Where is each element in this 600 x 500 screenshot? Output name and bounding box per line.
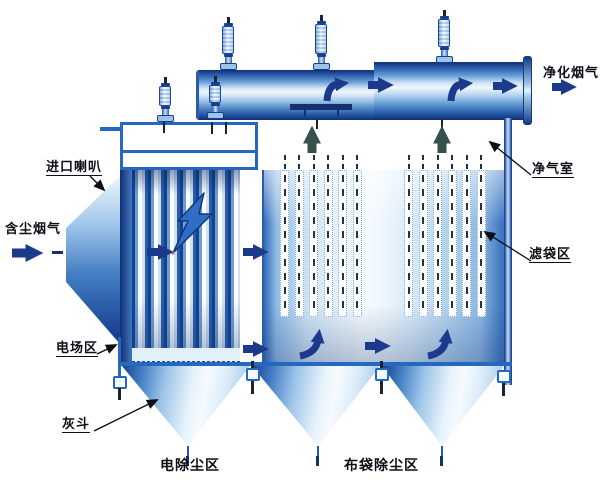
label-esp-section: 电除尘区	[160, 457, 220, 473]
valve-pin	[118, 388, 121, 400]
filter-bag	[447, 155, 457, 317]
filter-bag	[280, 155, 289, 317]
inlet-horn-leader	[89, 175, 106, 192]
label-electric-field: 电场区	[56, 340, 99, 358]
hopper-valve	[246, 368, 260, 381]
valve-pin	[502, 383, 505, 396]
inlet-nozzle-tick	[52, 251, 63, 254]
label-bag-section: 布袋除尘区	[344, 457, 419, 473]
valve-pin	[380, 361, 383, 368]
ash-hopper-cone	[252, 366, 380, 446]
label-filter-bag-area: 滤袋区	[529, 246, 572, 264]
filter-bag	[404, 155, 413, 317]
filter-bag	[433, 155, 443, 317]
outlet-duct-flange	[523, 56, 532, 125]
filter-bag-group	[280, 155, 362, 317]
ash-hopper-cone	[382, 366, 504, 446]
electric-field-leader	[96, 344, 118, 355]
label-dusty-flue-gas: 含尘烟气	[5, 221, 62, 236]
insulator-bushing	[206, 76, 224, 119]
label-purified-flue-gas: 净化烟气	[543, 65, 600, 80]
valve-pin	[251, 361, 254, 368]
filter-bag	[418, 155, 428, 317]
filter-bag	[338, 155, 348, 317]
damper-tick	[337, 110, 339, 116]
esp-bottom-lane	[132, 348, 240, 362]
casing-left-wall	[120, 170, 132, 362]
hopper-discharge	[317, 446, 319, 456]
hanger-pin	[211, 122, 213, 134]
hopper-discharge-pin	[316, 456, 319, 466]
insulator-bushing	[219, 17, 237, 70]
hopper-discharge-pin	[440, 456, 443, 466]
filter-bag	[309, 155, 319, 317]
insulator-bushing	[312, 15, 330, 70]
clean-gas-chamber-area	[261, 120, 504, 170]
filter-bag-group	[404, 155, 486, 317]
penthouse-ledge	[100, 127, 122, 131]
valve-pin	[380, 381, 383, 394]
drop-pipe	[118, 337, 121, 377]
inlet-horn-shape	[66, 176, 120, 344]
hanger-pin	[163, 122, 165, 133]
esp-collecting-plates	[132, 170, 240, 348]
hanger-pin	[316, 120, 318, 129]
duct-damper-slot	[290, 104, 352, 110]
hopper-rail	[120, 362, 512, 366]
ash-hopper-leader	[93, 399, 159, 432]
hanger-pin	[225, 122, 227, 134]
damper-tick	[304, 110, 306, 116]
valve-pin	[251, 381, 254, 394]
hopper-discharge-pin	[186, 456, 189, 466]
insulator-bushing	[156, 77, 174, 122]
hopper-discharge	[187, 446, 189, 456]
label-inlet-horn: 进口喇叭	[46, 159, 103, 177]
filter-bag	[323, 155, 333, 317]
filter-bag	[476, 155, 486, 317]
penthouse-divider	[123, 150, 255, 153]
filter-bag	[352, 155, 362, 317]
insulator-bushing	[435, 10, 453, 63]
filter-bag	[294, 155, 304, 317]
hopper-valve	[497, 370, 511, 383]
esp-penthouse	[120, 122, 258, 170]
outlet-duct-right-section	[374, 62, 524, 120]
filter-bag	[462, 155, 472, 317]
label-ash-hopper: 灰斗	[62, 416, 91, 434]
label-clean-gas-chamber: 净气室	[532, 161, 575, 179]
ash-hopper-cone	[122, 366, 250, 446]
casing-right-wall	[504, 118, 512, 385]
hopper-discharge	[441, 446, 443, 456]
hanger-pin	[441, 120, 443, 129]
hopper-valve	[375, 368, 389, 381]
